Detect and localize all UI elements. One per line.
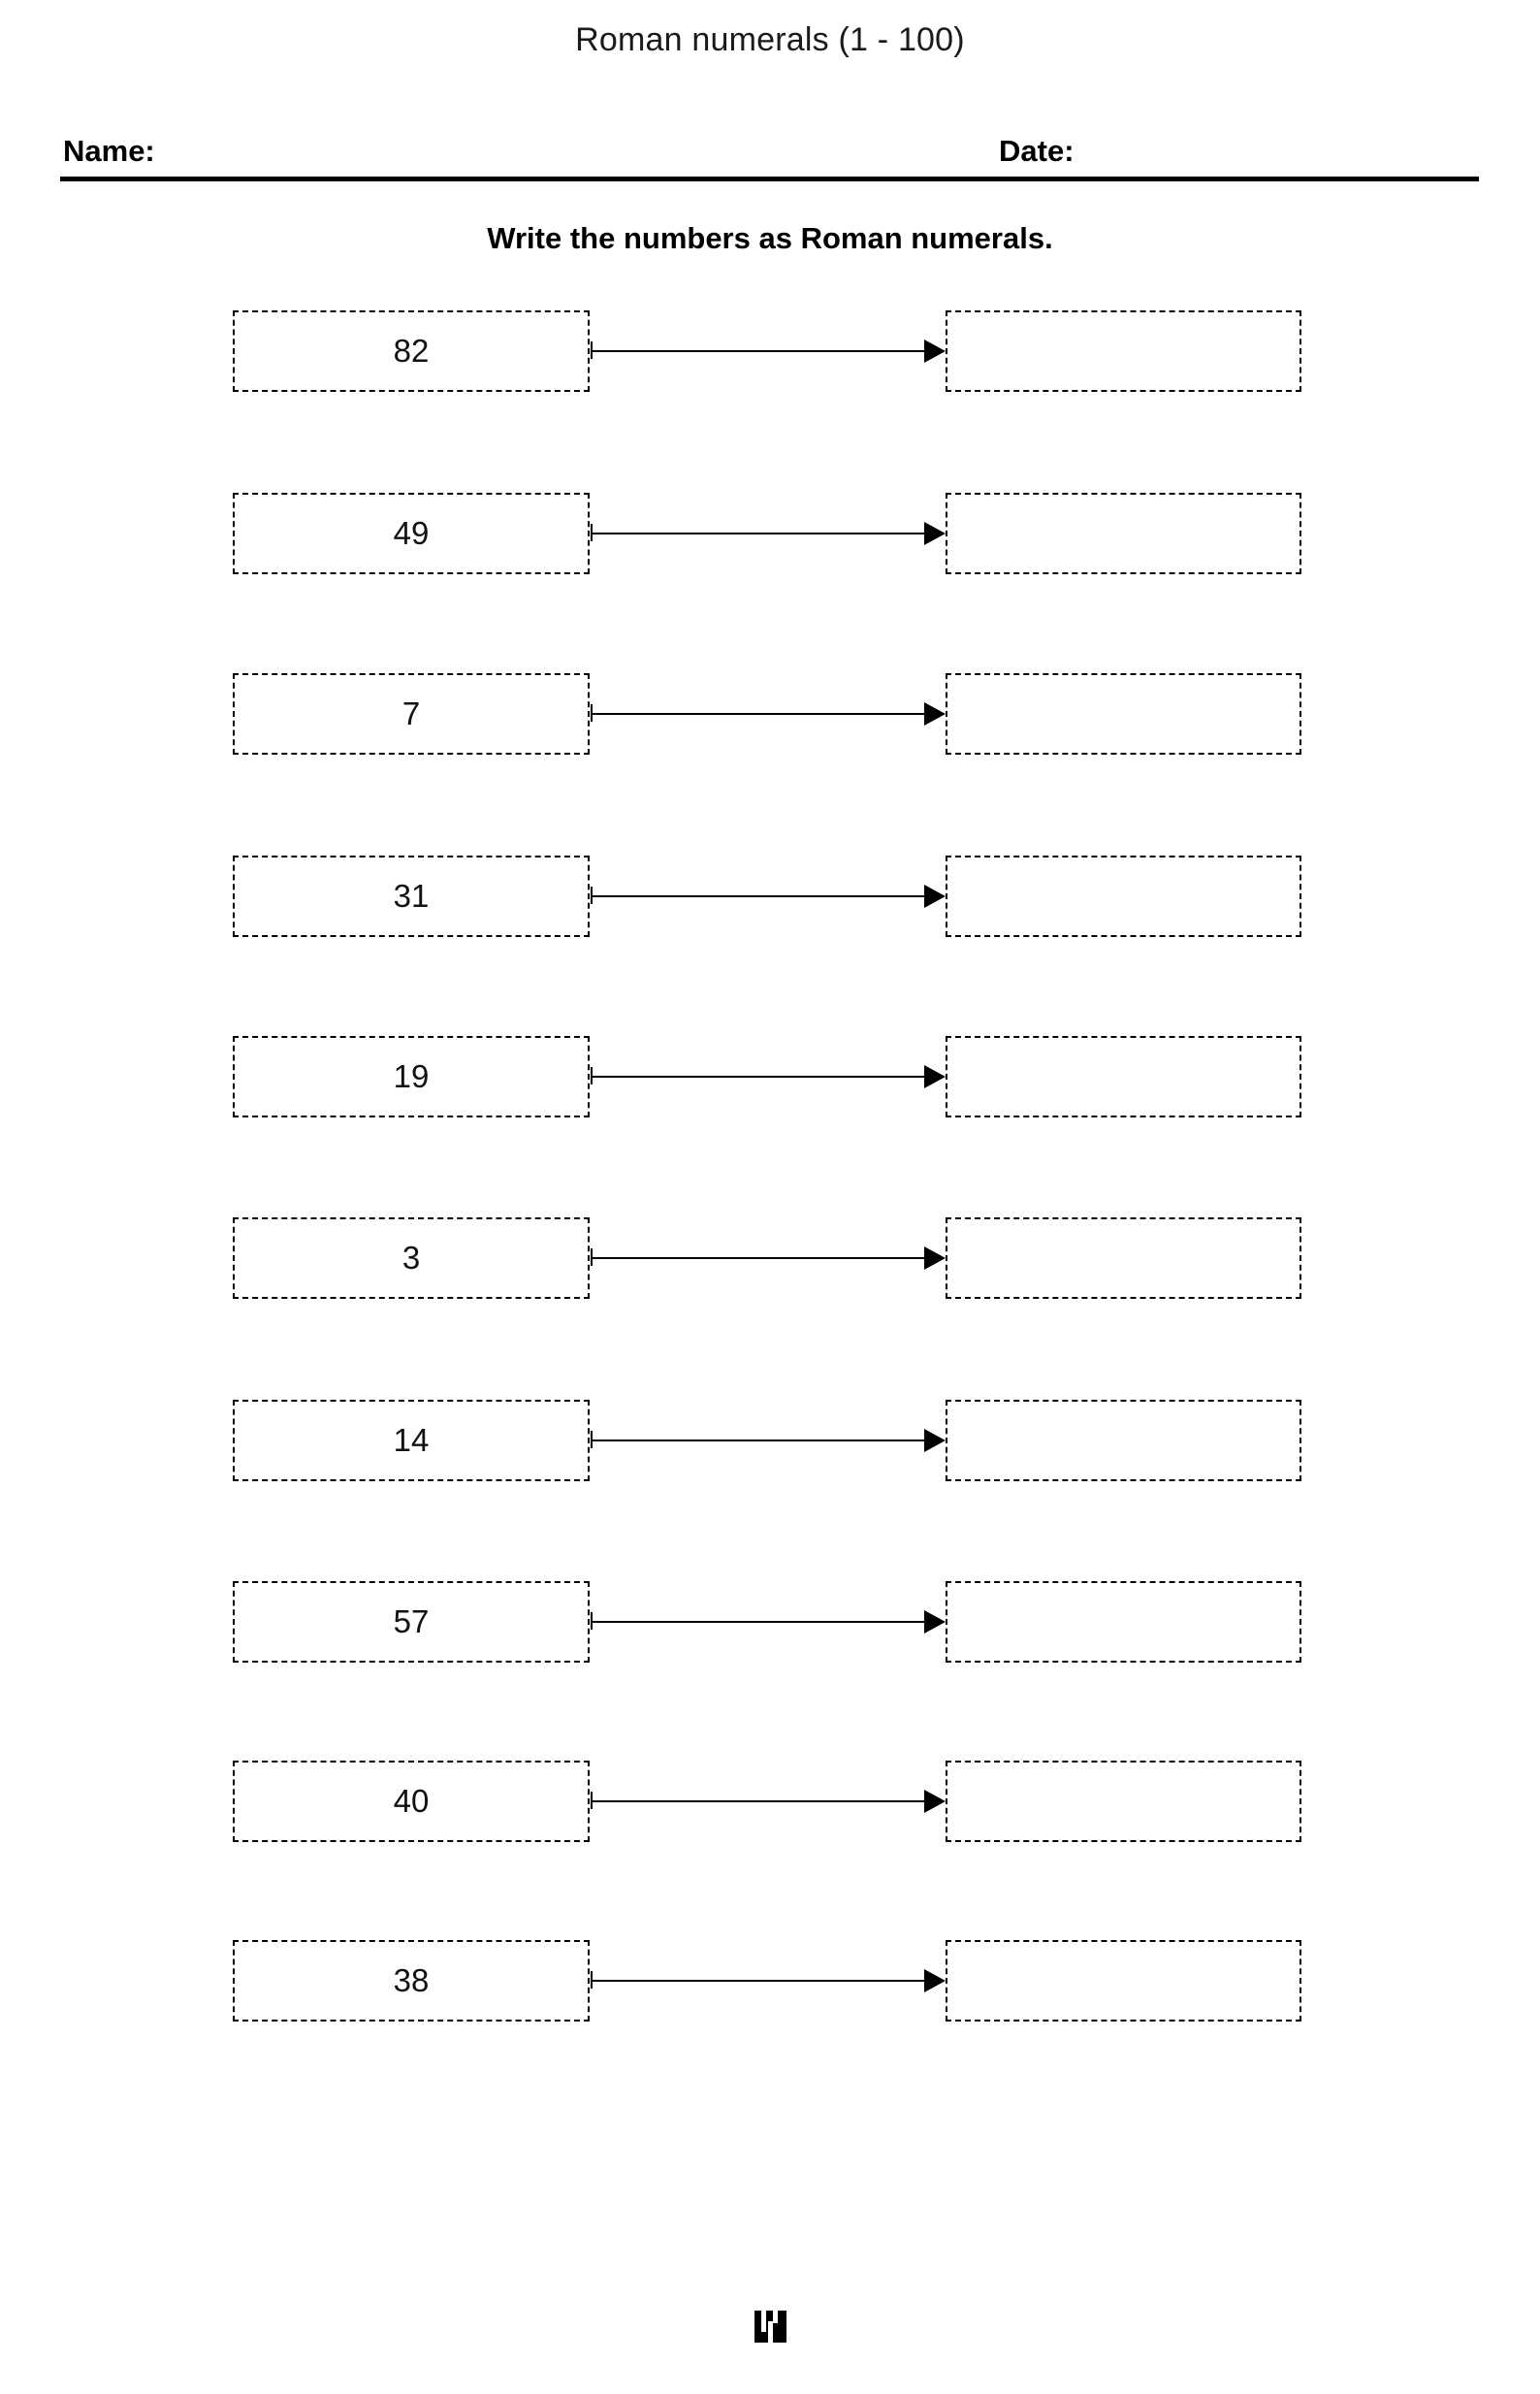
date-label: Date:	[999, 134, 1075, 168]
header-divider-rule	[60, 177, 1479, 181]
roman-numeral-answer-value	[947, 495, 1300, 572]
roman-numeral-answer-value	[947, 1402, 1300, 1479]
roman-numeral-answer-value	[947, 1219, 1300, 1297]
roman-numeral-answer-box[interactable]	[946, 1581, 1301, 1663]
arrow-right-icon	[591, 1969, 947, 1992]
arrow-head-icon	[924, 702, 946, 726]
exercise-row: 57	[0, 1581, 1540, 1665]
arrow-line-icon	[591, 1621, 928, 1623]
arrow-line-icon	[591, 533, 928, 534]
arrow-right-icon	[591, 1246, 947, 1270]
arrow-line-icon	[591, 1076, 928, 1078]
arrow-head-icon	[924, 1246, 946, 1270]
arrow-right-icon	[591, 340, 947, 363]
number-prompt-value: 19	[393, 1058, 430, 1094]
number-prompt-value: 31	[393, 878, 430, 914]
arrow-line-icon	[591, 1800, 928, 1802]
arrow-right-icon	[591, 1429, 947, 1452]
name-label: Name:	[63, 134, 155, 168]
arrow-line-icon	[591, 895, 928, 897]
logo-slot-right-icon	[773, 2311, 778, 2323]
number-prompt-box: 31	[233, 856, 590, 937]
number-prompt-box: 7	[233, 673, 590, 755]
exercise-row: 7	[0, 673, 1540, 757]
exercise-row: 19	[0, 1036, 1540, 1119]
roman-numeral-answer-box[interactable]	[946, 1940, 1301, 2022]
roman-numeral-answer-box[interactable]	[946, 1761, 1301, 1842]
roman-numeral-answer-value	[947, 675, 1300, 753]
roman-numeral-answer-box[interactable]	[946, 856, 1301, 937]
roman-numeral-answer-value	[947, 1583, 1300, 1661]
arrow-right-icon	[591, 885, 947, 908]
number-prompt-value: 40	[393, 1783, 430, 1819]
number-prompt-value: 49	[393, 515, 430, 551]
arrow-right-icon	[591, 1610, 947, 1634]
roman-numeral-answer-value	[947, 312, 1300, 390]
arrow-head-icon	[924, 522, 946, 545]
arrow-right-icon	[591, 1065, 947, 1088]
arrow-head-icon	[924, 1790, 946, 1813]
number-prompt-value: 14	[393, 1422, 430, 1458]
number-prompt-value: 7	[401, 696, 421, 731]
logo-slot-left-icon	[761, 2311, 766, 2332]
arrow-right-icon	[591, 702, 947, 726]
roman-numeral-answer-box[interactable]	[946, 673, 1301, 755]
number-prompt-value: 38	[393, 1962, 430, 1998]
arrow-head-icon	[924, 1429, 946, 1452]
publisher-logo-icon	[754, 2311, 786, 2343]
arrow-right-icon	[591, 522, 947, 545]
instruction-text: Write the numbers as Roman numerals.	[487, 221, 1053, 255]
number-prompt-box: 19	[233, 1036, 590, 1117]
arrow-line-icon	[591, 713, 928, 715]
logo-slot-middle-icon	[768, 2321, 773, 2343]
roman-numeral-answer-box[interactable]	[946, 1217, 1301, 1299]
arrow-line-icon	[591, 350, 928, 352]
page-title: Roman numerals (1 - 100)	[575, 21, 965, 58]
arrow-line-icon	[591, 1257, 928, 1259]
number-prompt-box: 49	[233, 493, 590, 574]
exercise-row: 40	[0, 1761, 1540, 1844]
roman-numeral-answer-value	[947, 857, 1300, 935]
arrow-head-icon	[924, 1610, 946, 1634]
exercise-row: 82	[0, 310, 1540, 394]
exercise-row: 38	[0, 1940, 1540, 2023]
arrow-head-icon	[924, 885, 946, 908]
roman-numeral-answer-box[interactable]	[946, 1036, 1301, 1117]
roman-numeral-answer-value	[947, 1038, 1300, 1116]
arrow-head-icon	[924, 1969, 946, 1992]
arrow-line-icon	[591, 1440, 928, 1441]
arrow-head-icon	[924, 340, 946, 363]
arrow-line-icon	[591, 1980, 928, 1982]
exercise-row: 14	[0, 1400, 1540, 1483]
number-prompt-value: 3	[401, 1240, 421, 1276]
arrow-head-icon	[924, 1065, 946, 1088]
number-prompt-box: 38	[233, 1940, 590, 2022]
roman-numeral-answer-box[interactable]	[946, 1400, 1301, 1481]
number-prompt-value: 57	[393, 1603, 430, 1639]
exercise-row: 31	[0, 856, 1540, 939]
number-prompt-box: 14	[233, 1400, 590, 1481]
roman-numeral-answer-value	[947, 1942, 1300, 2020]
name-date-row: Name: Date:	[60, 134, 1479, 178]
arrow-right-icon	[591, 1790, 947, 1813]
exercise-row: 49	[0, 493, 1540, 576]
roman-numeral-answer-box[interactable]	[946, 493, 1301, 574]
number-prompt-value: 82	[393, 333, 430, 369]
number-prompt-box: 3	[233, 1217, 590, 1299]
roman-numeral-answer-value	[947, 1763, 1300, 1840]
roman-numeral-answer-box[interactable]	[946, 310, 1301, 392]
exercise-row: 3	[0, 1217, 1540, 1301]
number-prompt-box: 82	[233, 310, 590, 392]
number-prompt-box: 57	[233, 1581, 590, 1663]
number-prompt-box: 40	[233, 1761, 590, 1842]
